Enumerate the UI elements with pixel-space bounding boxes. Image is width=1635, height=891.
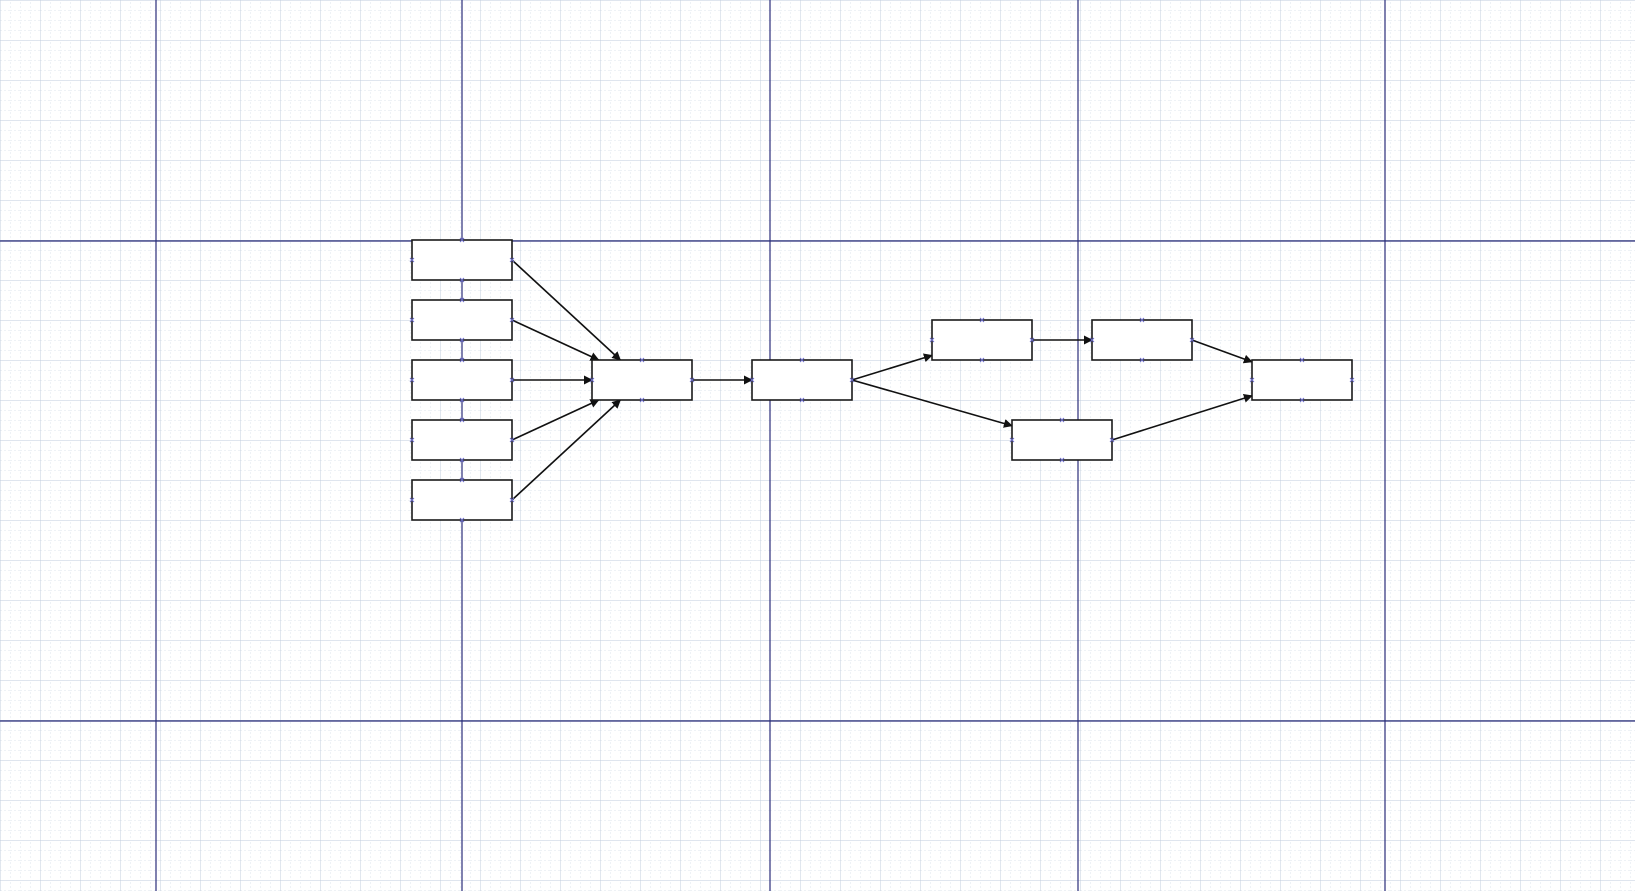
connection-point[interactable] bbox=[509, 497, 515, 503]
connection-point[interactable] bbox=[689, 377, 695, 383]
connection-point[interactable] bbox=[409, 257, 415, 263]
connection-point[interactable] bbox=[1059, 417, 1065, 423]
connection-point[interactable] bbox=[1299, 397, 1305, 403]
connection-point[interactable] bbox=[1139, 317, 1145, 323]
connector-layer bbox=[511, 259, 1253, 501]
connection-point[interactable] bbox=[509, 437, 515, 443]
connection-point[interactable] bbox=[459, 517, 465, 523]
connection-point[interactable] bbox=[979, 317, 985, 323]
connection-point[interactable] bbox=[459, 297, 465, 303]
connector-in4-to-merge[interactable] bbox=[511, 399, 600, 441]
connection-point[interactable] bbox=[749, 377, 755, 383]
connection-point[interactable] bbox=[459, 397, 465, 403]
connection-point[interactable] bbox=[1109, 437, 1115, 443]
shape-in1[interactable] bbox=[409, 237, 515, 283]
connection-point[interactable] bbox=[1349, 377, 1355, 383]
shape-bottom[interactable] bbox=[1009, 417, 1115, 463]
shape-top-a[interactable] bbox=[929, 317, 1035, 363]
connection-point[interactable] bbox=[459, 277, 465, 283]
process-box[interactable] bbox=[411, 419, 513, 461]
shape-in4[interactable] bbox=[409, 417, 515, 463]
connection-point[interactable] bbox=[409, 317, 415, 323]
connector-in5-to-merge[interactable] bbox=[511, 399, 621, 501]
process-box[interactable] bbox=[411, 299, 513, 341]
connection-point[interactable] bbox=[799, 397, 805, 403]
process-box[interactable] bbox=[411, 479, 513, 521]
connection-point[interactable] bbox=[1009, 437, 1015, 443]
shape-merge[interactable] bbox=[589, 357, 695, 403]
shape-in2[interactable] bbox=[409, 297, 515, 343]
shape-end[interactable] bbox=[1249, 357, 1355, 403]
connector-in2-to-merge[interactable] bbox=[511, 319, 600, 361]
connection-point[interactable] bbox=[509, 317, 515, 323]
connection-point[interactable] bbox=[589, 377, 595, 383]
connection-point[interactable] bbox=[799, 357, 805, 363]
connection-point[interactable] bbox=[639, 397, 645, 403]
shape-in3[interactable] bbox=[409, 357, 515, 403]
connection-point[interactable] bbox=[929, 337, 935, 343]
process-box[interactable] bbox=[591, 359, 693, 401]
connector-step-to-bottom[interactable] bbox=[851, 379, 1013, 428]
connection-point[interactable] bbox=[409, 437, 415, 443]
connection-point[interactable] bbox=[1089, 337, 1095, 343]
connection-point[interactable] bbox=[509, 377, 515, 383]
connection-point[interactable] bbox=[849, 377, 855, 383]
shape-in5[interactable] bbox=[409, 477, 515, 523]
connection-point[interactable] bbox=[459, 237, 465, 243]
shape-layer bbox=[409, 237, 1355, 523]
connector-top-b-to-end[interactable] bbox=[1191, 339, 1253, 364]
connection-point[interactable] bbox=[509, 257, 515, 263]
connection-point[interactable] bbox=[409, 377, 415, 383]
connection-point[interactable] bbox=[459, 477, 465, 483]
connection-point[interactable] bbox=[459, 357, 465, 363]
process-box[interactable] bbox=[931, 319, 1033, 361]
process-box[interactable] bbox=[1011, 419, 1113, 461]
process-box[interactable] bbox=[751, 359, 853, 401]
shape-step[interactable] bbox=[749, 357, 855, 403]
connection-point[interactable] bbox=[1029, 337, 1035, 343]
connection-point[interactable] bbox=[459, 417, 465, 423]
connection-point[interactable] bbox=[459, 457, 465, 463]
process-box[interactable] bbox=[1251, 359, 1353, 401]
shape-top-b[interactable] bbox=[1089, 317, 1195, 363]
connection-point[interactable] bbox=[1299, 357, 1305, 363]
connection-point[interactable] bbox=[1249, 377, 1255, 383]
connector-in1-to-merge[interactable] bbox=[511, 259, 621, 361]
connection-point[interactable] bbox=[1059, 457, 1065, 463]
process-box[interactable] bbox=[411, 359, 513, 401]
process-box[interactable] bbox=[1091, 319, 1193, 361]
process-box[interactable] bbox=[411, 239, 513, 281]
connector-step-to-top-a[interactable] bbox=[851, 353, 933, 381]
connection-point[interactable] bbox=[639, 357, 645, 363]
connection-point[interactable] bbox=[459, 337, 465, 343]
connection-point[interactable] bbox=[409, 497, 415, 503]
connection-point[interactable] bbox=[1189, 337, 1195, 343]
connector-bottom-to-end[interactable] bbox=[1111, 393, 1253, 441]
connection-point[interactable] bbox=[979, 357, 985, 363]
connection-point[interactable] bbox=[1139, 357, 1145, 363]
